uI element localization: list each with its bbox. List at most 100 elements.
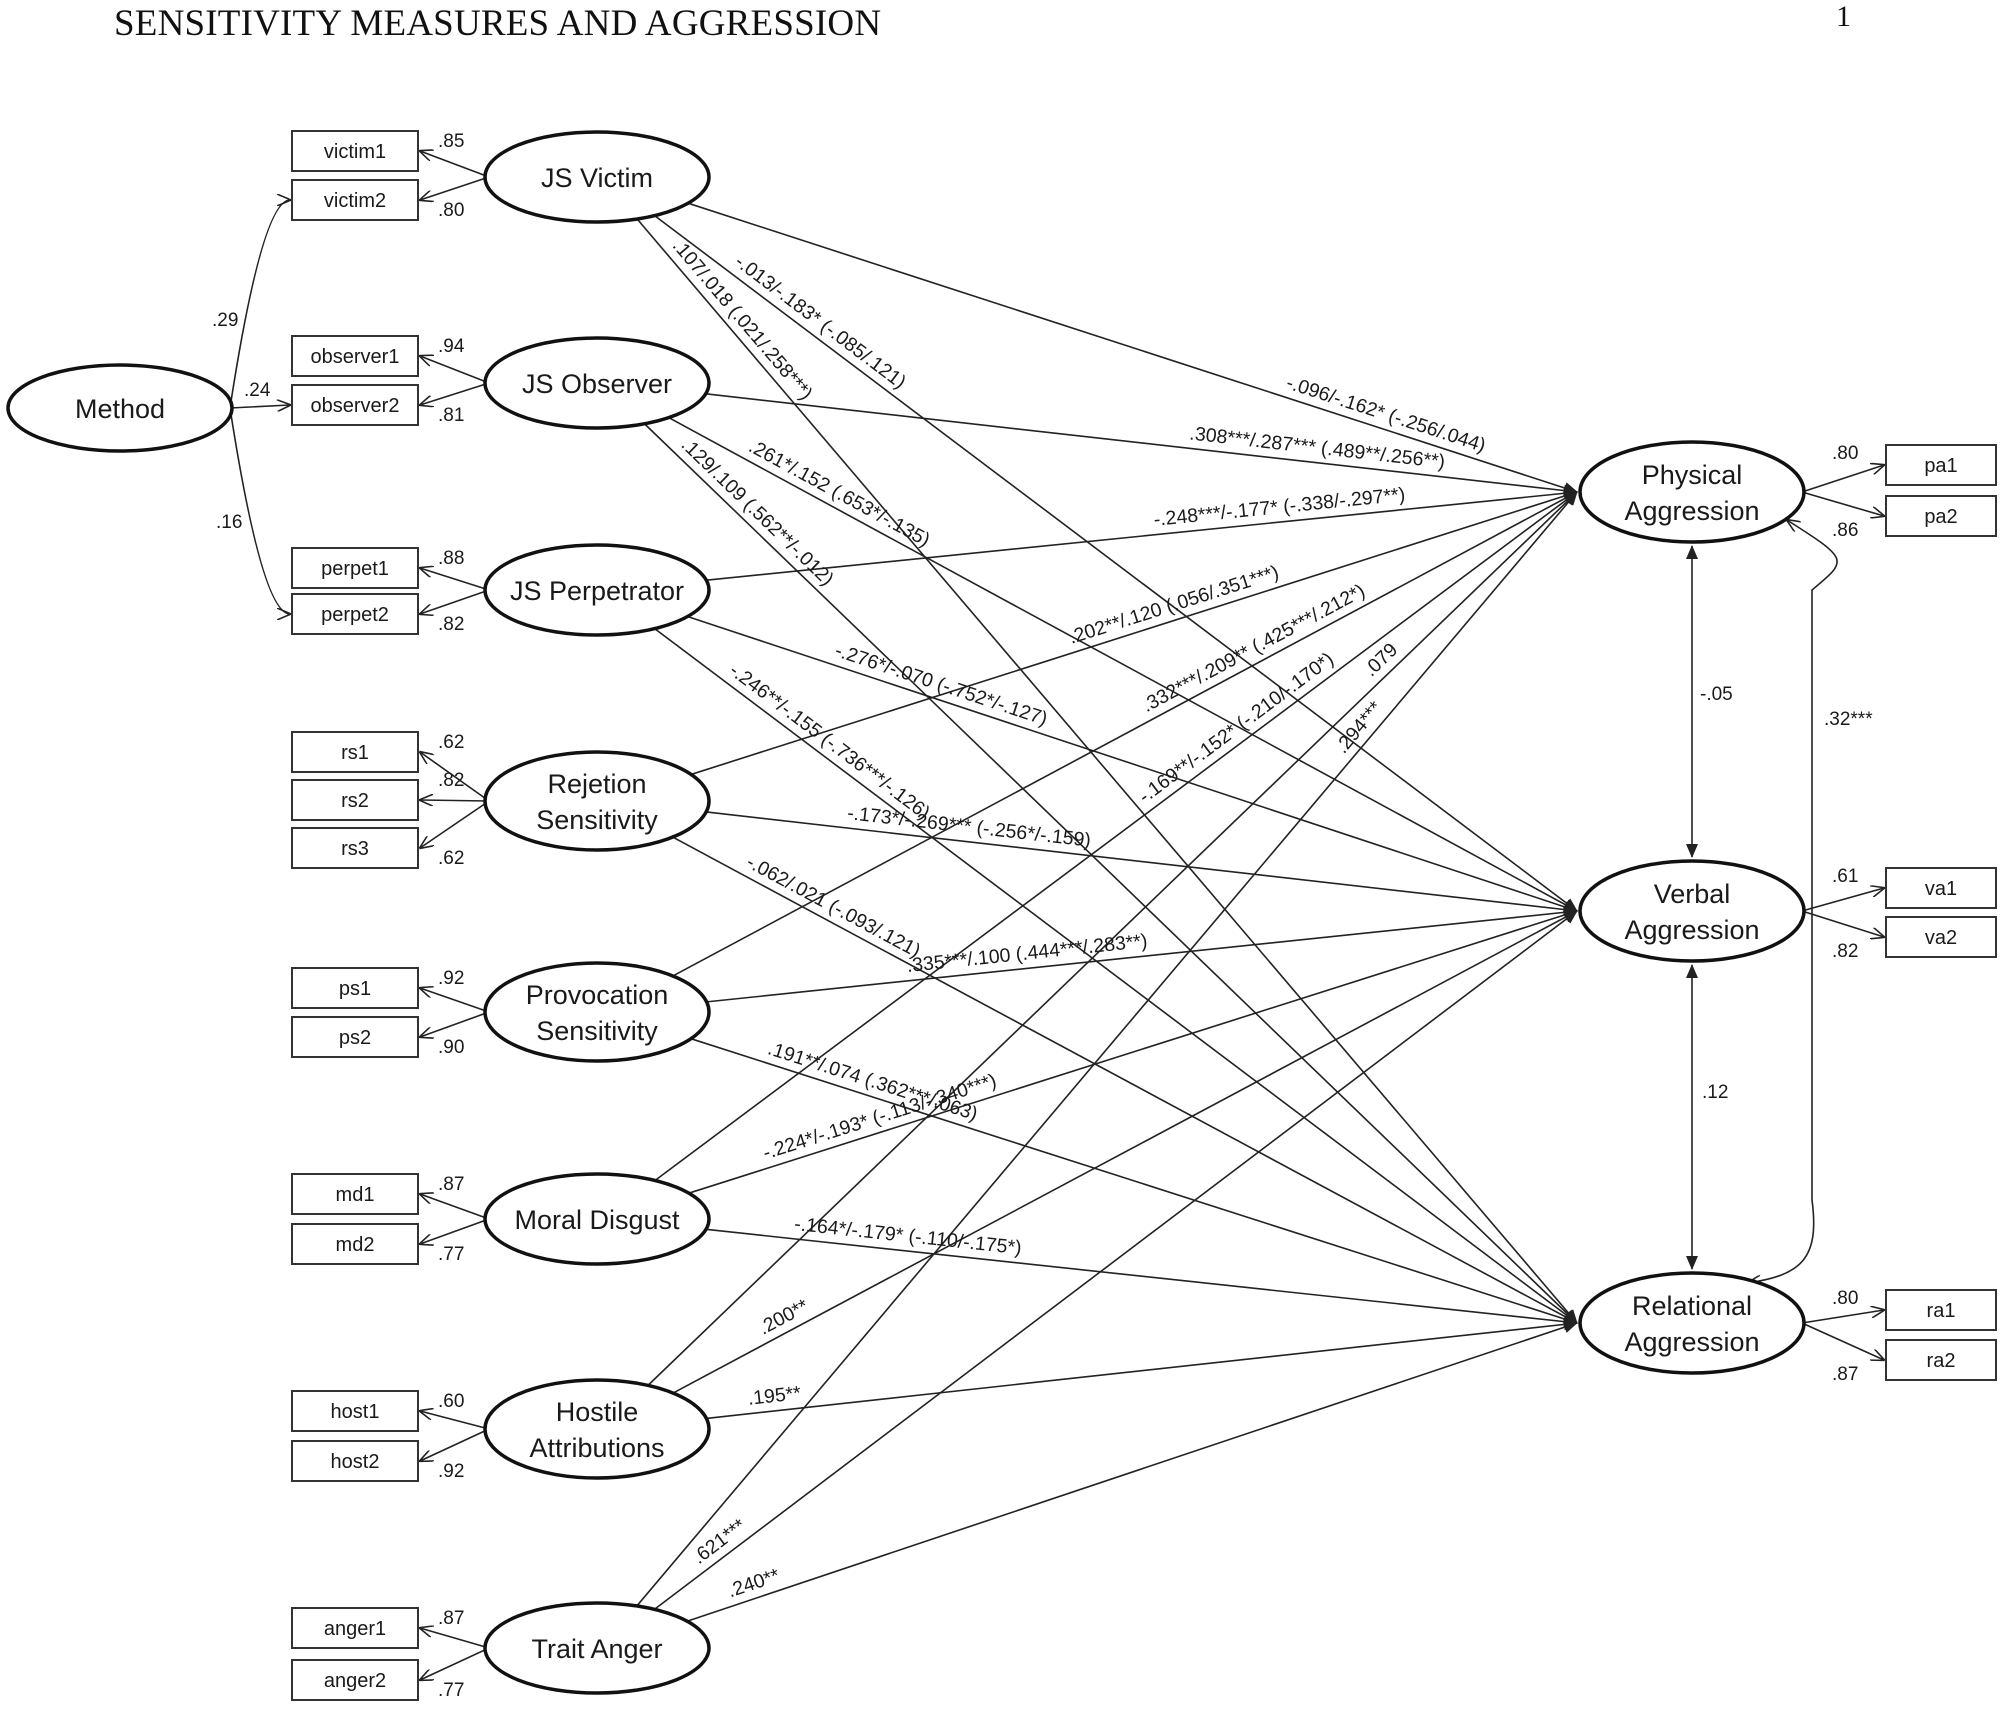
- loading-path-rs3: [420, 800, 490, 848]
- indicator-box-host1: [291, 1390, 419, 1432]
- latent-label: Sensitivity: [536, 805, 658, 835]
- path-prov-phys: [672, 491, 1578, 977]
- factor-loading: .82: [438, 614, 464, 635]
- indicator-box-md2: [291, 1223, 419, 1265]
- method-path-jsv: [229, 200, 290, 409]
- loading-path-victim2: [420, 176, 490, 200]
- outcome-indicator-va1: [1885, 867, 1997, 909]
- factor-loading: .87: [1832, 1364, 1858, 1385]
- latent-label: Hostile: [556, 1397, 639, 1427]
- path-md-phys: [654, 491, 1578, 1182]
- factor-loading: .80: [1832, 1288, 1858, 1309]
- latent-jsv: [483, 130, 711, 224]
- indicator-label: observer2: [311, 395, 400, 417]
- latent-jso: [483, 336, 711, 430]
- path-jsv-verb: [654, 214, 1578, 912]
- path-coefficient: .240**: [725, 1564, 783, 1602]
- path-coefficient: -.248***/-.177* (-.338/-.297**): [1153, 484, 1406, 531]
- correlation-label: -.05: [1700, 684, 1733, 705]
- path-host-verb: [672, 910, 1578, 1394]
- loading-path-anger2: [420, 1647, 490, 1680]
- loading-path-md1: [420, 1194, 490, 1220]
- loading-path-ra1: [1801, 1310, 1884, 1324]
- method-loading: .29: [212, 310, 238, 331]
- indicator-box-md1: [291, 1173, 419, 1215]
- loading-path-perpet2: [420, 589, 490, 614]
- latent-label: JS Observer: [522, 369, 672, 399]
- path-ang-rel: [686, 1321, 1578, 1623]
- latent-phys: [1578, 440, 1806, 544]
- latent-host: [483, 1378, 711, 1480]
- indicator-box-anger2: [291, 1659, 419, 1701]
- indicator-box-ps1: [291, 967, 419, 1009]
- loading-path-observer2: [420, 382, 490, 405]
- path-coefficient: -.062/.021 (-.093/.121): [743, 851, 924, 962]
- method-loading: .16: [216, 512, 242, 533]
- indicator-label: host2: [331, 1451, 380, 1473]
- loading-path-rs1: [420, 752, 490, 802]
- latent-label: Verbal: [1654, 879, 1731, 909]
- loading-path-va2: [1801, 910, 1884, 937]
- indicator-box-ps2: [291, 1016, 419, 1058]
- path-ang-verb: [653, 910, 1578, 1610]
- method-path-jso: [229, 405, 290, 408]
- indicator-box-victim1: [291, 130, 419, 172]
- loading-path-perpet1: [420, 568, 490, 591]
- loading-path-va1: [1801, 888, 1884, 912]
- method-factor: [6, 363, 234, 453]
- factor-loading: .81: [438, 405, 464, 426]
- path-coefficient: .202**/.120 (.056/.351***): [1066, 561, 1281, 648]
- factor-loading: .87: [438, 1174, 464, 1195]
- latent-label: Sensitivity: [536, 1016, 658, 1046]
- path-prov-verb: [706, 906, 1578, 1003]
- loading-path-host1: [420, 1411, 490, 1430]
- indicator-box-victim2: [291, 179, 419, 221]
- factor-loading: .86: [1832, 520, 1858, 541]
- path-rej-phys: [690, 490, 1578, 776]
- latent-rel: [1578, 1271, 1806, 1375]
- latent-prov: [483, 961, 711, 1063]
- indicator-label: md2: [336, 1234, 375, 1256]
- latent-label: Physical: [1642, 460, 1743, 490]
- indicator-label: rs2: [341, 790, 369, 812]
- factor-loading: .77: [438, 1680, 464, 1701]
- correlation-label: .32***: [1824, 709, 1873, 730]
- loading-path-pa2: [1801, 491, 1884, 516]
- path-host-phys: [647, 491, 1578, 1386]
- path-coefficient: -.276*/-.070 (-.752*/-.127): [832, 640, 1050, 731]
- factor-loading: .85: [438, 131, 464, 152]
- outcome-indicator-ra1: [1885, 1289, 1997, 1331]
- path-coefficient: .335***/.100 (.444***/.283**): [906, 930, 1149, 977]
- path-coefficient: -.169**/-.152* (-.210/-.170*): [1135, 648, 1338, 808]
- method-path-jsp: [229, 407, 290, 614]
- latent-ang: [483, 1601, 711, 1695]
- path-host-rel: [706, 1318, 1578, 1420]
- page-number: 1: [1836, 0, 1851, 33]
- indicator-box-rs2: [291, 779, 419, 821]
- factor-loading: .80: [1832, 443, 1858, 464]
- indicator-label: rs1: [341, 742, 369, 764]
- latent-label: Aggression: [1624, 496, 1759, 526]
- outcome-indicator-pa1: [1885, 444, 1997, 486]
- latent-rej: [483, 750, 711, 852]
- factor-loading: .88: [438, 548, 464, 569]
- latent-label: Attributions: [529, 1433, 664, 1463]
- path-md-verb: [688, 909, 1578, 1194]
- path-jsp-phys: [706, 487, 1578, 582]
- loading-path-ps2: [420, 1011, 490, 1037]
- loading-path-rs2: [420, 800, 490, 801]
- loading-path-observer1: [420, 356, 490, 384]
- path-jsv-phys: [687, 202, 1578, 494]
- path-jso-phys: [705, 393, 1578, 497]
- indicator-box-host2: [291, 1440, 419, 1482]
- indicator-label: victim1: [324, 141, 386, 163]
- method-loading: .24: [244, 380, 271, 401]
- correlation-label: .12: [1702, 1082, 1728, 1103]
- factor-loading: .87: [438, 1608, 464, 1629]
- indicator-box-observer2: [291, 384, 419, 426]
- indicator-box-observer1: [291, 335, 419, 377]
- indicator-label: perpet1: [321, 558, 389, 580]
- indicator-label: ra1: [1927, 1300, 1956, 1322]
- indicator-label: va2: [1925, 927, 1957, 949]
- latent-md: [483, 1172, 711, 1266]
